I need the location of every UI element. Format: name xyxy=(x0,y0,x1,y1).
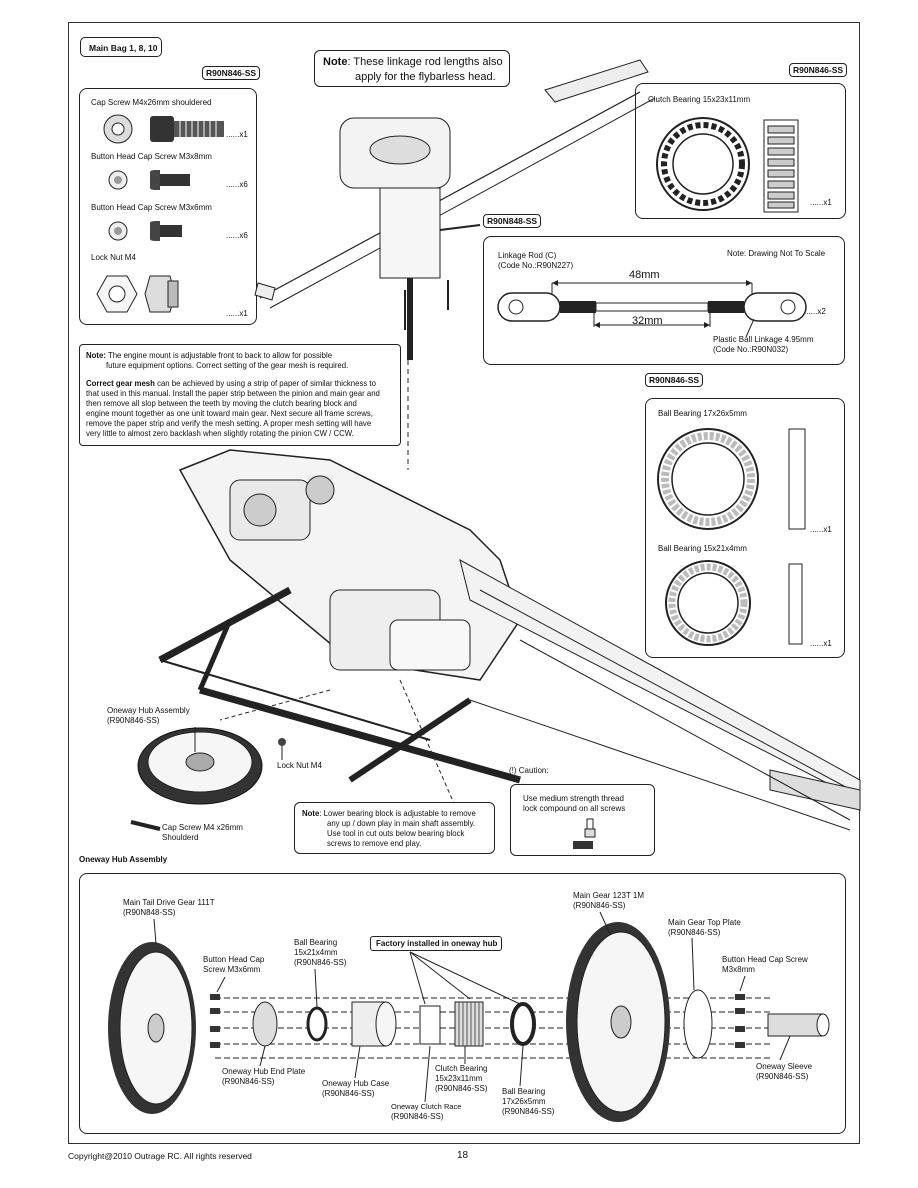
bearings-drawing xyxy=(657,428,806,646)
ball-brg-bottom-label-2: 17x26x5mm xyxy=(502,1097,546,1106)
button-screw-8-head-icon xyxy=(108,170,128,190)
linkage-len-inner: 32mm xyxy=(632,315,663,327)
factory-installed-tag: Factory installed in oneway hub xyxy=(370,936,502,951)
copyright-footer: Copyright@2010 Outrage RC. All rights re… xyxy=(68,1151,252,1161)
hw-item-2-qty: ......x6 xyxy=(226,180,248,189)
linkage-rod-qty: ......x2 xyxy=(804,307,826,316)
main-gear-label: Main Gear 123T 1M xyxy=(573,891,644,900)
flybarless-note: Note: These linkage rod lengths also app… xyxy=(314,50,510,87)
hardware-illustrations xyxy=(96,114,224,313)
end-plate-code: (R90N846-SS) xyxy=(222,1077,275,1086)
bearing-15-label: Ball Bearing 15x21x4mm xyxy=(658,544,747,553)
btn-screw-l-label: Button Head Cap xyxy=(203,955,265,964)
linkage-rod-title: Linkage Rod (C) xyxy=(498,251,557,260)
thread-lock-box: Use medium strength thread lock compound… xyxy=(510,784,655,856)
oneway-hub-callout-code: (R90N846-SS) xyxy=(107,716,160,725)
ball-linkage-title: Plastic Ball Linkage 4.95mm xyxy=(713,335,814,344)
ball-linkage-code: (Code No.:R90N032) xyxy=(713,345,789,354)
oneway-section-title: Oneway Hub Assembly xyxy=(79,855,168,864)
clutch-bearing-drawing xyxy=(656,117,799,213)
hub-case-label: Oneway Hub Case xyxy=(322,1079,390,1088)
end-plate-label: Oneway Hub End Plate xyxy=(222,1067,306,1076)
clutch-bearing-qty: ......x1 xyxy=(810,198,832,207)
button-screw-6-head-icon xyxy=(108,221,128,241)
hardware-box: Cap Screw M4x26mm shouldered ......x1 Bu… xyxy=(79,88,257,325)
race-code: (R90N846-SS) xyxy=(391,1112,444,1121)
clutch-bearing-label: Clutch Bearing 15x23x11mm xyxy=(648,95,751,104)
oneway-exploded-box: Main Tail Drive Gear 111T (R90N848-SS) B… xyxy=(79,873,846,1134)
caution-label: (!) Caution: xyxy=(509,766,549,775)
lower-bearing-note: Note: Lower bearing block is adjustable … xyxy=(294,802,495,854)
hw-item-4-label: Lock Nut M4 xyxy=(91,253,136,262)
main-bag-label: Main Bag 1, 8, 10 xyxy=(80,37,162,57)
rotor-head-illustration xyxy=(254,59,656,470)
clutch-code: (R90N846-SS) xyxy=(435,1084,488,1093)
ball-brg-bottom-label: Ball Bearing xyxy=(502,1087,546,1096)
ball-brg-bottom-code: (R90N846-SS) xyxy=(502,1107,555,1116)
hw-item-3-qty: ......x6 xyxy=(226,231,248,240)
lock-nut-front-icon xyxy=(96,275,138,313)
hw-item-2-label: Button Head Cap Screw M3x8mm xyxy=(91,152,212,161)
linkage-scale-note: Note: Drawing Not To Scale xyxy=(727,249,826,258)
cap-screw-callout: Cap Screw M4 x26mm xyxy=(162,823,243,832)
hardware-part-tag: R90N846-SS xyxy=(202,66,261,80)
clutch-bearing-box: Clutch Bearing 15x23x11mm ......x1 xyxy=(635,83,846,219)
head-part-tag: R90N848-SS xyxy=(483,214,542,228)
main-gear-code: (R90N846-SS) xyxy=(573,901,626,910)
hw-item-1-label: Cap Screw M4x26mm shouldered xyxy=(91,98,212,107)
ball-brg-top-label: Ball Bearing xyxy=(294,938,338,947)
tail-gear-code: (R90N848-SS) xyxy=(123,908,176,917)
page-number: 18 xyxy=(457,1150,469,1161)
race-label: Oneway Clutch Race xyxy=(391,1102,462,1111)
sleeve-label: Oneway Sleeve xyxy=(756,1062,813,1071)
thread-lock-line2: lock compound on all screws xyxy=(523,804,626,813)
page-frame xyxy=(68,22,860,1144)
ball-brg-top-label-2: 15x21x4mm xyxy=(294,948,338,957)
tail-gear-label: Main Tail Drive Gear 111T xyxy=(123,898,215,907)
linkage-rod-code: (Code No.:R90N227) xyxy=(498,261,574,270)
oneway-hub-callout: Oneway Hub Assembly xyxy=(107,706,190,715)
hw-item-1-qty: ......x1 xyxy=(226,130,248,139)
lock-nut-callout: Lock Nut M4 xyxy=(277,761,322,770)
bearing-17-label: Ball Bearing 17x26x5mm xyxy=(658,409,747,418)
clutch-part-tag: R90N846-SS xyxy=(789,63,848,77)
top-plate-label: Main Gear Top Plate xyxy=(668,918,741,927)
clutch-label-2: 15x23x11mm xyxy=(435,1074,483,1083)
lock-nut-side-icon xyxy=(144,275,179,313)
btn-screw-r-label-2: M3x8mm xyxy=(722,965,755,974)
oneway-exploded-drawing xyxy=(108,911,830,1122)
btn-screw-r-label: Button Head Cap Screw xyxy=(722,955,808,964)
button-screw-6-side-icon xyxy=(150,221,182,241)
sleeve-code: (R90N846-SS) xyxy=(756,1072,809,1081)
hw-item-3-label: Button Head Cap Screw M3x6mm xyxy=(91,203,212,212)
hub-case-code: (R90N846-SS) xyxy=(322,1089,375,1098)
ball-brg-top-code: (R90N846-SS) xyxy=(294,958,347,967)
clutch-label: Clutch Bearing xyxy=(435,1064,488,1073)
btn-screw-l-label-2: Screw M3x6mm xyxy=(203,965,261,974)
cap-screw-callout-2: Shoulderd xyxy=(162,833,199,842)
bearing-17-qty: ......x1 xyxy=(810,525,832,534)
engine-mount-note: Note: The engine mount is adjustable fro… xyxy=(79,344,401,446)
hw-item-4-qty: ......x1 xyxy=(226,309,248,318)
thread-lock-bottle-icon xyxy=(573,818,596,849)
bearings-box: Ball Bearing 17x26x5mm ......x1 Ball Bea… xyxy=(645,398,845,658)
linkage-len-outer: 48mm xyxy=(629,269,660,281)
cap-screw-side-icon xyxy=(150,116,224,142)
bearing-15-qty: ......x1 xyxy=(810,639,832,648)
linkage-rod-box: Linkage Rod (C) (Code No.:R90N227) Note:… xyxy=(483,236,845,365)
thread-lock-line1: Use medium strength thread xyxy=(523,794,624,803)
cap-screw-head-icon xyxy=(103,114,133,144)
top-plate-code: (R90N846-SS) xyxy=(668,928,721,937)
button-screw-8-side-icon xyxy=(150,170,190,190)
bearings-part-tag: R90N846-SS xyxy=(645,373,704,387)
linkage-rod-drawing xyxy=(497,280,807,338)
